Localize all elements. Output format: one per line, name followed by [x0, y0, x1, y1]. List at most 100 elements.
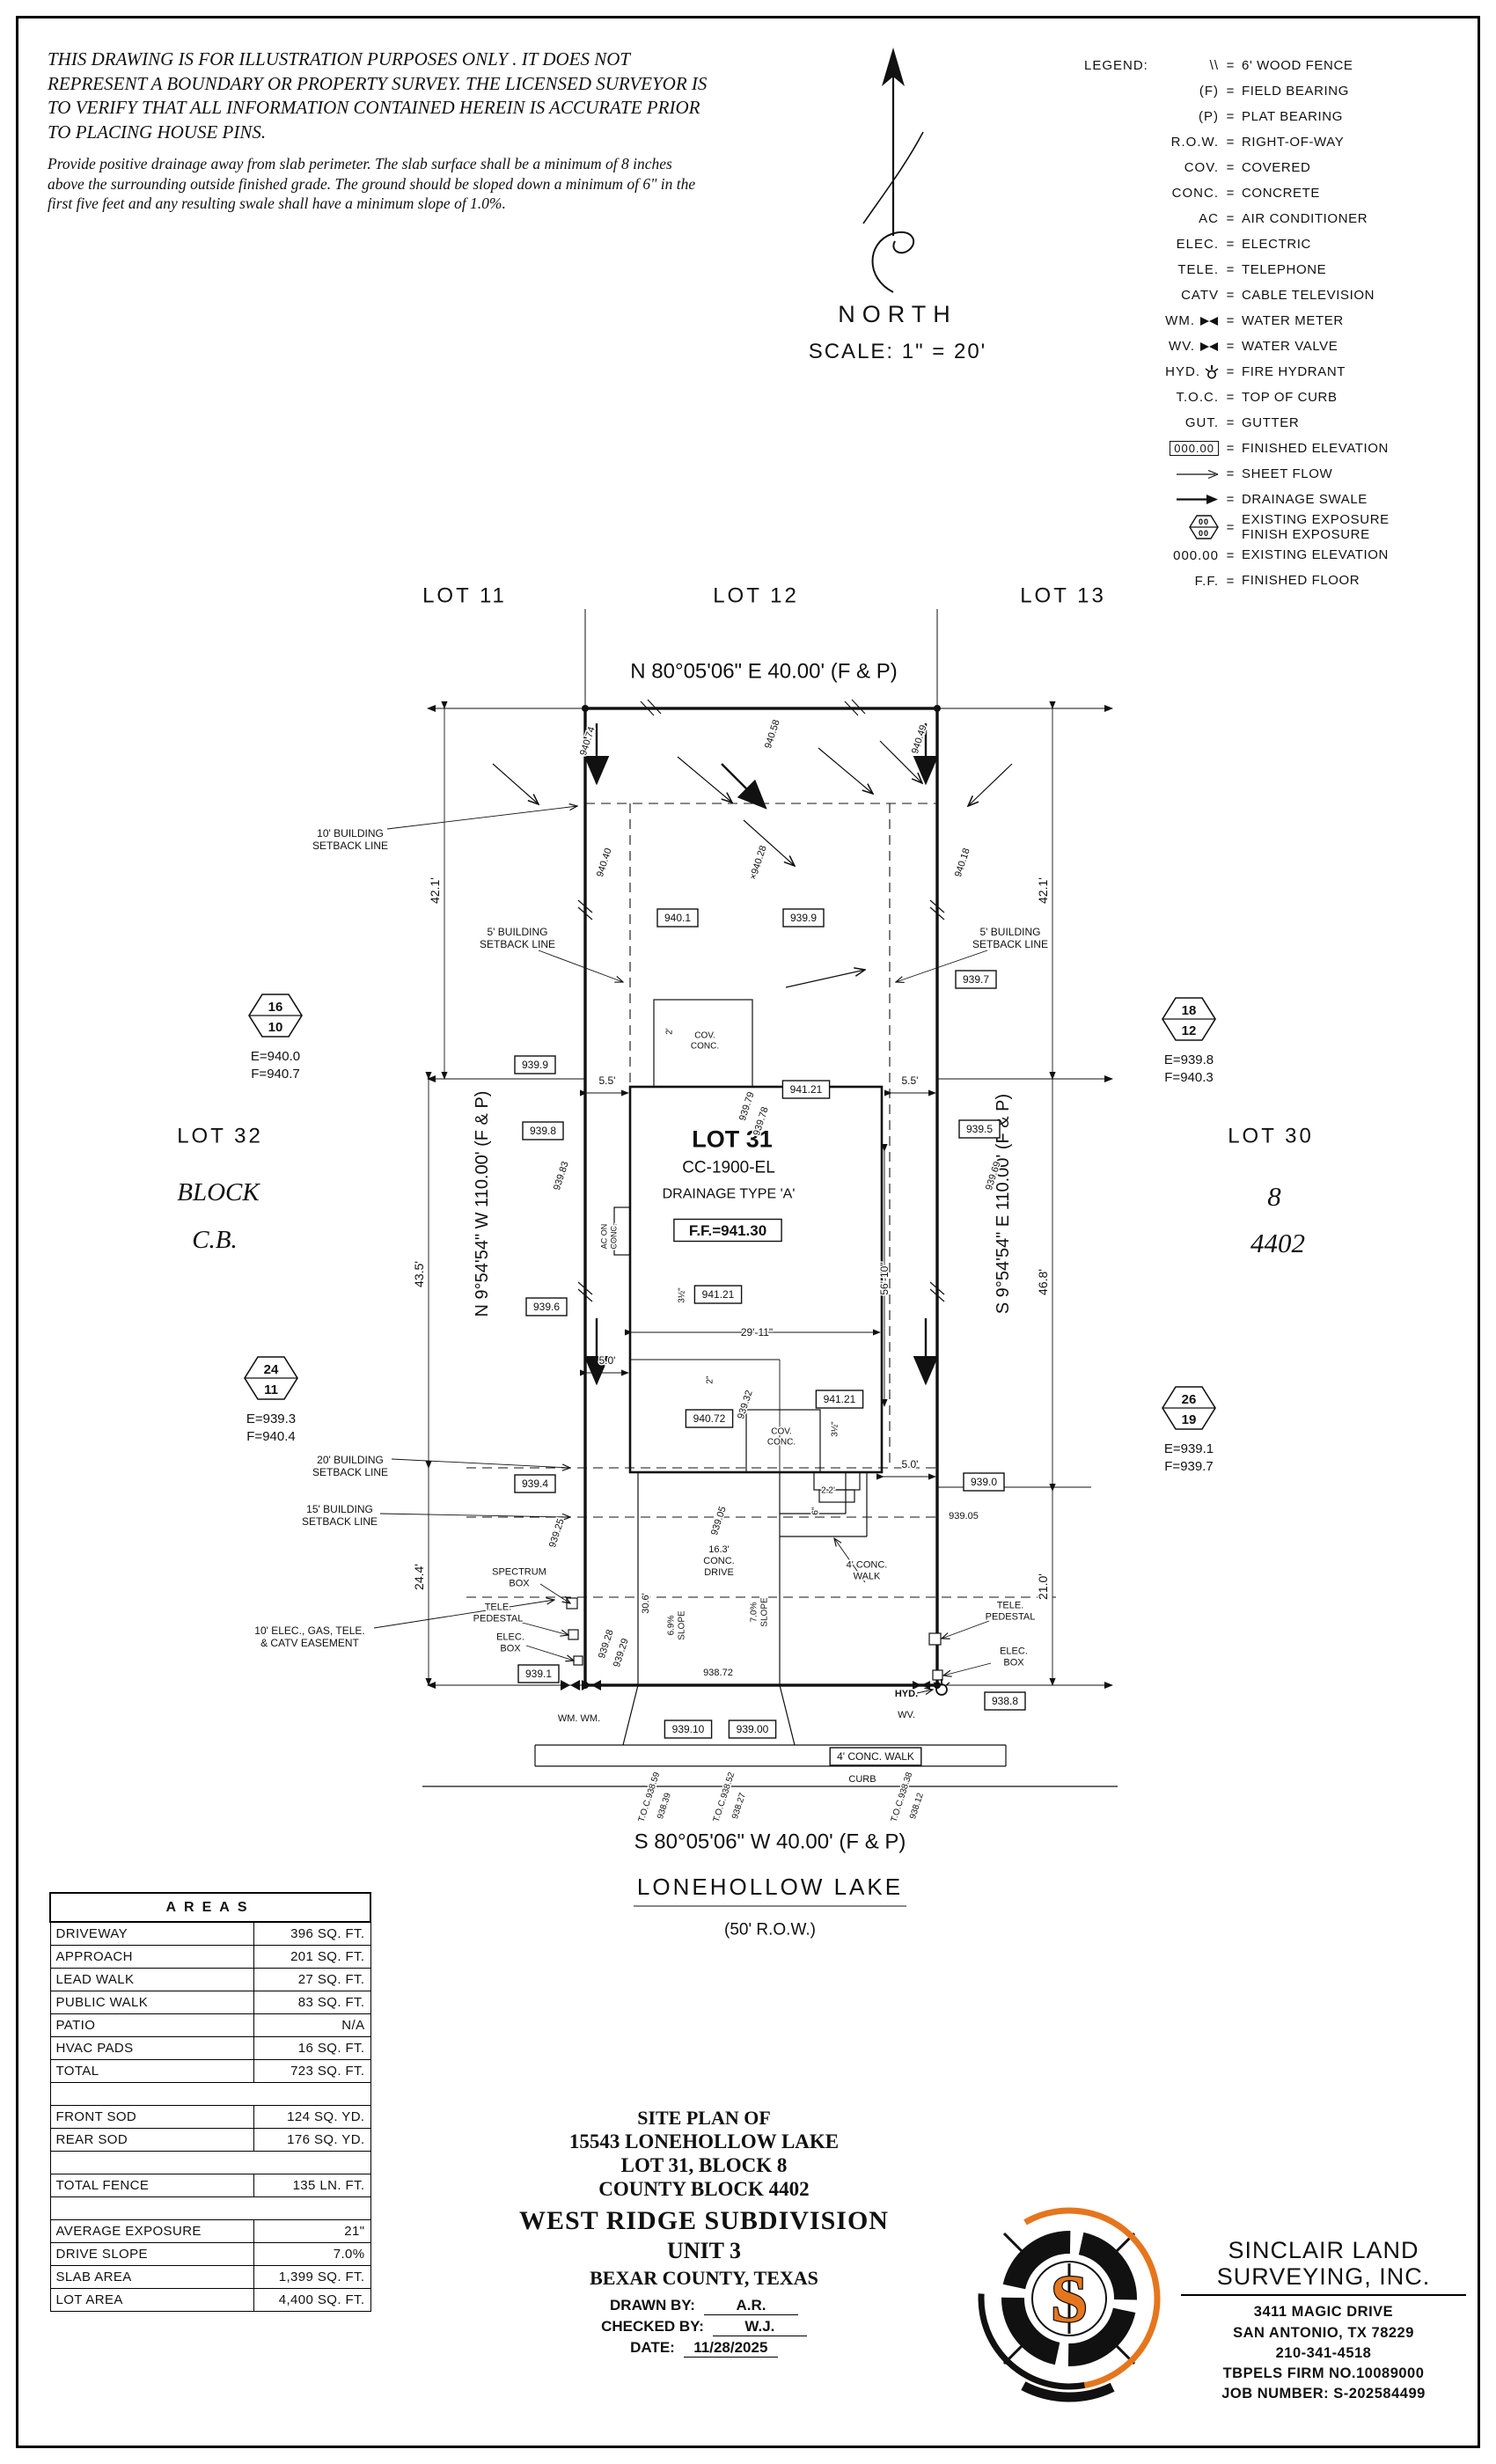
- job-number: JOB NUMBER: S-202584499: [1221, 2385, 1426, 2402]
- svg-text:24.4': 24.4': [412, 1564, 426, 1590]
- legend-item: F.F.=FINISHED FLOOR: [1084, 568, 1476, 594]
- svg-text:ELEC.BOX: ELEC.BOX: [1000, 1646, 1028, 1668]
- svg-text:5.0': 5.0': [599, 1354, 616, 1367]
- plan-label: 8: [1266, 1179, 1283, 1213]
- svg-text:939.4: 939.4: [522, 1478, 548, 1490]
- drainage-swale-arrows: [583, 723, 939, 1386]
- areas-value: 201 SQ. FT.: [253, 1945, 371, 1969]
- tele-pedestal-symbol: [568, 1629, 579, 1640]
- legend-item: 000.00=EXISTING ELEVATION: [1084, 543, 1476, 568]
- plan-label: 4402: [1250, 1226, 1307, 1259]
- plan-label: 5.0': [900, 1457, 920, 1472]
- plan-label: 939.83: [550, 1159, 572, 1193]
- fence-marks: [577, 699, 945, 1302]
- date-label: DATE:: [630, 2339, 675, 2356]
- svg-text:6": 6": [811, 1507, 821, 1515]
- areas-value: 723 SQ. FT.: [253, 2059, 371, 2083]
- plan-label: 10' ELEC., GAS, TELE.& CATV EASEMENT: [253, 1624, 366, 1651]
- water-meter-icon: [582, 1680, 601, 1690]
- plan-label: 5.5': [598, 1074, 617, 1089]
- plan-label: 21.0': [1034, 1573, 1051, 1602]
- date-value: 11/28/2025: [683, 2339, 778, 2358]
- arrowFill-icon: [1084, 494, 1219, 505]
- legend-equals: =: [1226, 339, 1235, 354]
- areas-value: 396 SQ. FT.: [253, 1921, 371, 1946]
- areas-label: TOTAL FENCE: [49, 2174, 254, 2197]
- legend-description: FINISHED ELEVATION: [1242, 440, 1389, 456]
- legend-items: \\=6' WOOD FENCE(F)=FIELD BEARING(P)=PLA…: [1084, 53, 1476, 594]
- areas-value: 176 SQ. YD.: [253, 2128, 371, 2152]
- plan-label: WV.: [897, 1708, 917, 1721]
- areas-value: 7.0%: [253, 2242, 371, 2266]
- svg-text:00: 00: [1199, 517, 1209, 526]
- legend-equals: =: [1226, 58, 1235, 73]
- areas-value: 135 LN. FT.: [253, 2174, 371, 2197]
- fire-hydrant-icon: [933, 1679, 950, 1696]
- plan-label: 938.12: [906, 1790, 927, 1822]
- plan-label: 938.72: [702, 1666, 735, 1679]
- legend-item: \\=6' WOOD FENCE: [1084, 53, 1476, 78]
- plan-label: 939.7: [955, 970, 997, 989]
- county-block: COUNTY BLOCK 4402: [598, 2178, 810, 2200]
- svg-text:E=939.3: E=939.3: [246, 1412, 296, 1426]
- svg-text:941.21: 941.21: [824, 1393, 856, 1405]
- legend-equals: =: [1226, 160, 1235, 175]
- plan-label: 939.0: [963, 1472, 1005, 1492]
- svg-text:42.1': 42.1': [428, 877, 442, 904]
- svg-text:16.3'CONC.DRIVE: 16.3'CONC.DRIVE: [703, 1544, 734, 1578]
- svg-text:939.05: 939.05: [709, 1505, 729, 1536]
- legend-symbol: \\: [1209, 58, 1219, 73]
- svg-text:939.9: 939.9: [790, 912, 817, 924]
- legend-description: AIR CONDITIONER: [1242, 210, 1368, 226]
- plan-label: 3½": [676, 1286, 688, 1304]
- company-logo: S: [965, 2195, 1173, 2402]
- svg-text:S 80°05'06" W 40.00' (F & P): S 80°05'06" W 40.00' (F & P): [634, 1830, 906, 1853]
- svg-text:8: 8: [1267, 1181, 1281, 1212]
- legend-item: AC=AIR CONDITIONER: [1084, 206, 1476, 231]
- svg-text:3½": 3½": [831, 1421, 840, 1437]
- svg-text:46.8': 46.8': [1036, 1269, 1050, 1295]
- legend-equals: =: [1226, 573, 1235, 589]
- curb-line: [422, 1786, 1118, 1907]
- legend-item: COV.=COVERED: [1084, 155, 1476, 180]
- plan-label: N 80°05'06" E 40.00' (F & P): [629, 658, 898, 685]
- legend-symbol: (P): [1199, 109, 1219, 124]
- legend-equals: =: [1226, 364, 1235, 379]
- svg-text:939.79: 939.79: [737, 1090, 757, 1122]
- svg-text:939.7: 939.7: [963, 973, 989, 986]
- areas-label: FRONT SOD: [49, 2105, 254, 2129]
- unit: UNIT 3: [666, 2238, 742, 2263]
- plan-label: 939.9: [514, 1055, 556, 1074]
- plan-label: 46.8': [1034, 1268, 1051, 1297]
- legend-symbol: CATV: [1181, 288, 1219, 303]
- company-firm-number: TBPELS FIRM NO.10089000: [1222, 2365, 1425, 2381]
- svg-text:COV.CONC.: COV.CONC.: [691, 1031, 719, 1052]
- svg-text:2": 2": [706, 1375, 715, 1384]
- company-name-line1: SINCLAIR LAND: [1228, 2237, 1419, 2263]
- plan-label: 6.9%SLOPE: [665, 1610, 688, 1642]
- areas-title: AREAS: [49, 1892, 371, 1923]
- plan-label: LOT 12: [712, 583, 798, 609]
- legend-equals: =: [1226, 313, 1235, 328]
- legend-equals: =: [1226, 135, 1235, 150]
- disclaimer-primary: THIS DRAWING IS FOR ILLUSTRATION PURPOSE…: [48, 48, 708, 143]
- svg-text:E=940.0: E=940.0: [251, 1049, 300, 1064]
- county-state: BEXAR COUNTY, TEXAS: [590, 2267, 818, 2289]
- plan-label: 5.5': [900, 1074, 920, 1089]
- areas-label: LOT AREA: [49, 2288, 254, 2312]
- svg-text:938.39: 938.39: [656, 1792, 673, 1821]
- svg-text:WV.: WV.: [898, 1710, 915, 1720]
- water-meter-icon: [561, 1680, 580, 1690]
- legend-symbol: AC: [1199, 211, 1219, 226]
- svg-text:N 9°54'54" W 110.00' (F & P: N 9°54'54" W 110.00' (F & P): [473, 1091, 492, 1317]
- svg-text:E=939.8: E=939.8: [1164, 1052, 1214, 1067]
- svg-text:939.29: 939.29: [612, 1637, 631, 1668]
- plan-label: 3½": [829, 1419, 841, 1438]
- areas-label: TOTAL: [49, 2059, 254, 2083]
